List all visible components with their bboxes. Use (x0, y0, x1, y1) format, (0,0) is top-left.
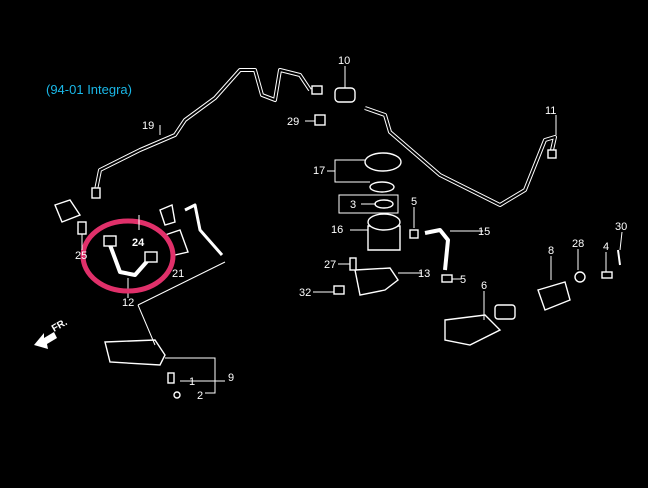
callout-21: 21 (172, 268, 184, 280)
callout-11: 11 (545, 105, 556, 117)
reservoir-cap-17 (364, 152, 402, 172)
callout-27: 27 (324, 259, 336, 271)
bracket-13 (354, 267, 399, 296)
callout-24: 24 (132, 237, 145, 249)
callout-10: 10 (338, 55, 350, 67)
callout-5: 5 (411, 196, 417, 208)
callout-17: 17 (313, 165, 325, 177)
callout-16: 16 (331, 224, 343, 236)
junction-10 (334, 87, 356, 103)
slave-cylinder-9 (104, 339, 166, 366)
callout-28: 28 (572, 238, 584, 250)
diagram-title: (94-01 Integra) (46, 82, 132, 97)
callout-6: 6 (481, 280, 487, 292)
front-direction-arrow: FR. (34, 317, 70, 349)
callout-15: 15 (478, 226, 490, 238)
clutch-hose-12 (108, 244, 152, 277)
callout-25: 25 (75, 250, 87, 262)
clutch-line-19 (91, 68, 323, 199)
highlight-circle (80, 218, 176, 294)
callout-3: 3 (350, 199, 356, 211)
callout-1: 1 (189, 376, 195, 388)
callout-9: 9 (228, 372, 234, 384)
master-cylinder-6 (444, 314, 502, 346)
callout-12: 12 (122, 297, 134, 309)
callout-29: 29 (287, 116, 299, 128)
callout-32: 32 (299, 287, 311, 299)
callout-8: 8 (548, 245, 554, 257)
callout-13: 13 (418, 268, 430, 280)
front-label: FR. (50, 317, 70, 335)
clutch-line-11 (364, 106, 557, 207)
gasket-8 (537, 281, 571, 311)
callout-5b: 5 (460, 274, 466, 286)
callout-19: 19 (142, 120, 154, 132)
hose-15 (424, 228, 450, 271)
callout-4: 4 (603, 241, 609, 253)
callout-30: 30 (615, 221, 627, 233)
callout-2: 2 (197, 390, 203, 402)
